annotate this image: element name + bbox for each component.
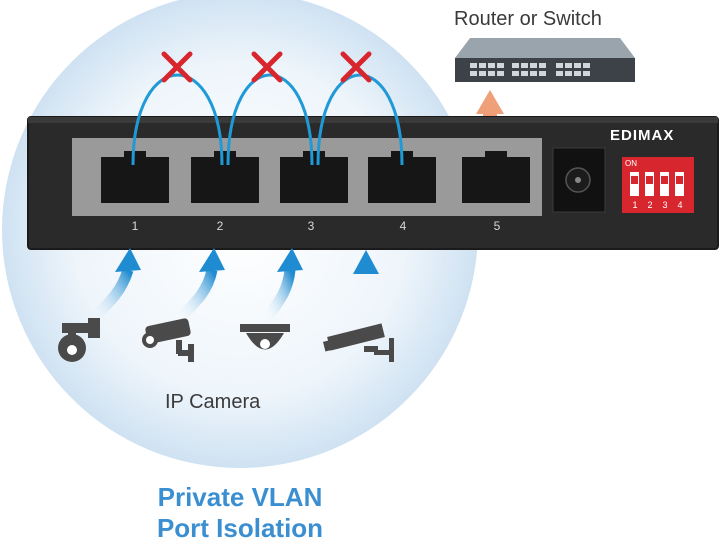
port-label: 5 [493, 219, 501, 233]
x-mark-icon [340, 51, 372, 83]
router-icon [455, 38, 635, 82]
cable-2-3 [226, 73, 314, 166]
camera-arrows [88, 248, 379, 324]
brand-logo: EDIMAX [610, 127, 675, 144]
cable-arcs [131, 73, 404, 166]
port-label: 4 [399, 219, 407, 233]
port-1 [101, 151, 169, 203]
arrow-up-icon [88, 248, 141, 324]
dip-on-label: ON [625, 159, 637, 168]
dip-number: 1 [632, 200, 638, 210]
ip-camera-label: IP Camera [165, 391, 261, 413]
rj45-ports [101, 151, 530, 203]
feature-title-line2: Port Isolation [156, 513, 324, 543]
blocked-marks [161, 51, 372, 83]
port-label: 2 [216, 219, 224, 233]
dip-number: 2 [647, 200, 653, 210]
port-label: 3 [307, 219, 315, 233]
port-2 [191, 151, 259, 203]
x-mark-icon [251, 51, 283, 83]
arrow-up-icon [174, 248, 225, 324]
box-camera-icon [322, 323, 394, 362]
bullet-camera-icon [142, 318, 194, 362]
port-3 [280, 151, 348, 203]
dip-number: 3 [662, 200, 668, 210]
port-5 [462, 151, 530, 203]
cable-1-2 [131, 73, 224, 166]
ptz-camera-icon [58, 318, 100, 362]
dome-camera-icon [240, 324, 290, 350]
dip-number: 4 [677, 200, 683, 210]
arrow-up-icon [261, 248, 303, 324]
router-label: Router or Switch [454, 8, 602, 30]
x-mark-icon [161, 51, 193, 83]
dip-switch-block [622, 157, 694, 213]
arrow-up-icon [353, 250, 379, 320]
port-label: 1 [131, 219, 139, 233]
power-jack [552, 147, 606, 213]
cable-3-4 [316, 73, 404, 166]
feature-title-line1: Private VLAN [157, 482, 323, 512]
